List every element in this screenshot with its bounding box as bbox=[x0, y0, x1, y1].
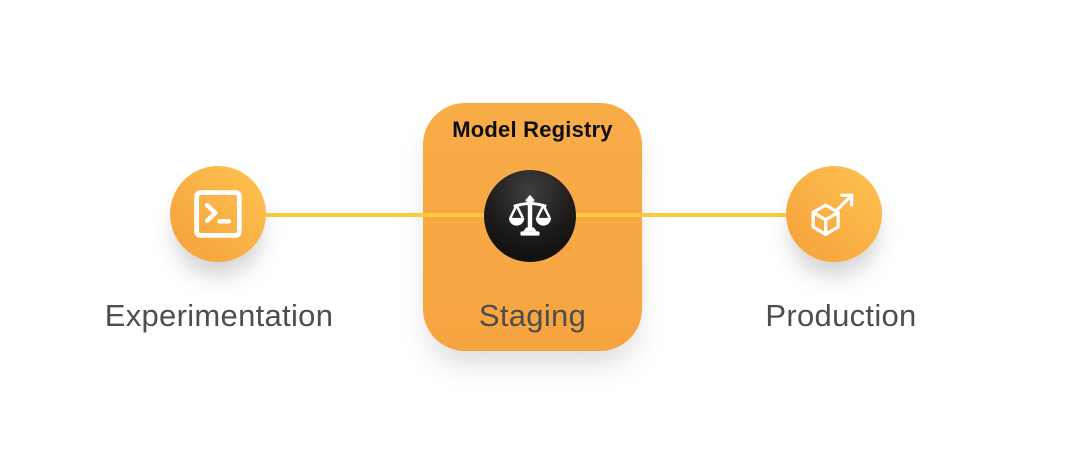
cube-arrow-icon bbox=[809, 189, 859, 239]
terminal-icon bbox=[193, 189, 243, 239]
experimentation-node bbox=[170, 166, 266, 262]
production-label: Production bbox=[765, 298, 917, 333]
staging-label: Staging bbox=[478, 298, 587, 333]
balance-scale-icon bbox=[507, 193, 553, 239]
production-node bbox=[786, 166, 882, 262]
staging-node bbox=[484, 170, 576, 262]
model-registry-title: Model Registry bbox=[452, 117, 613, 142]
experimentation-label: Experimentation bbox=[104, 298, 334, 333]
